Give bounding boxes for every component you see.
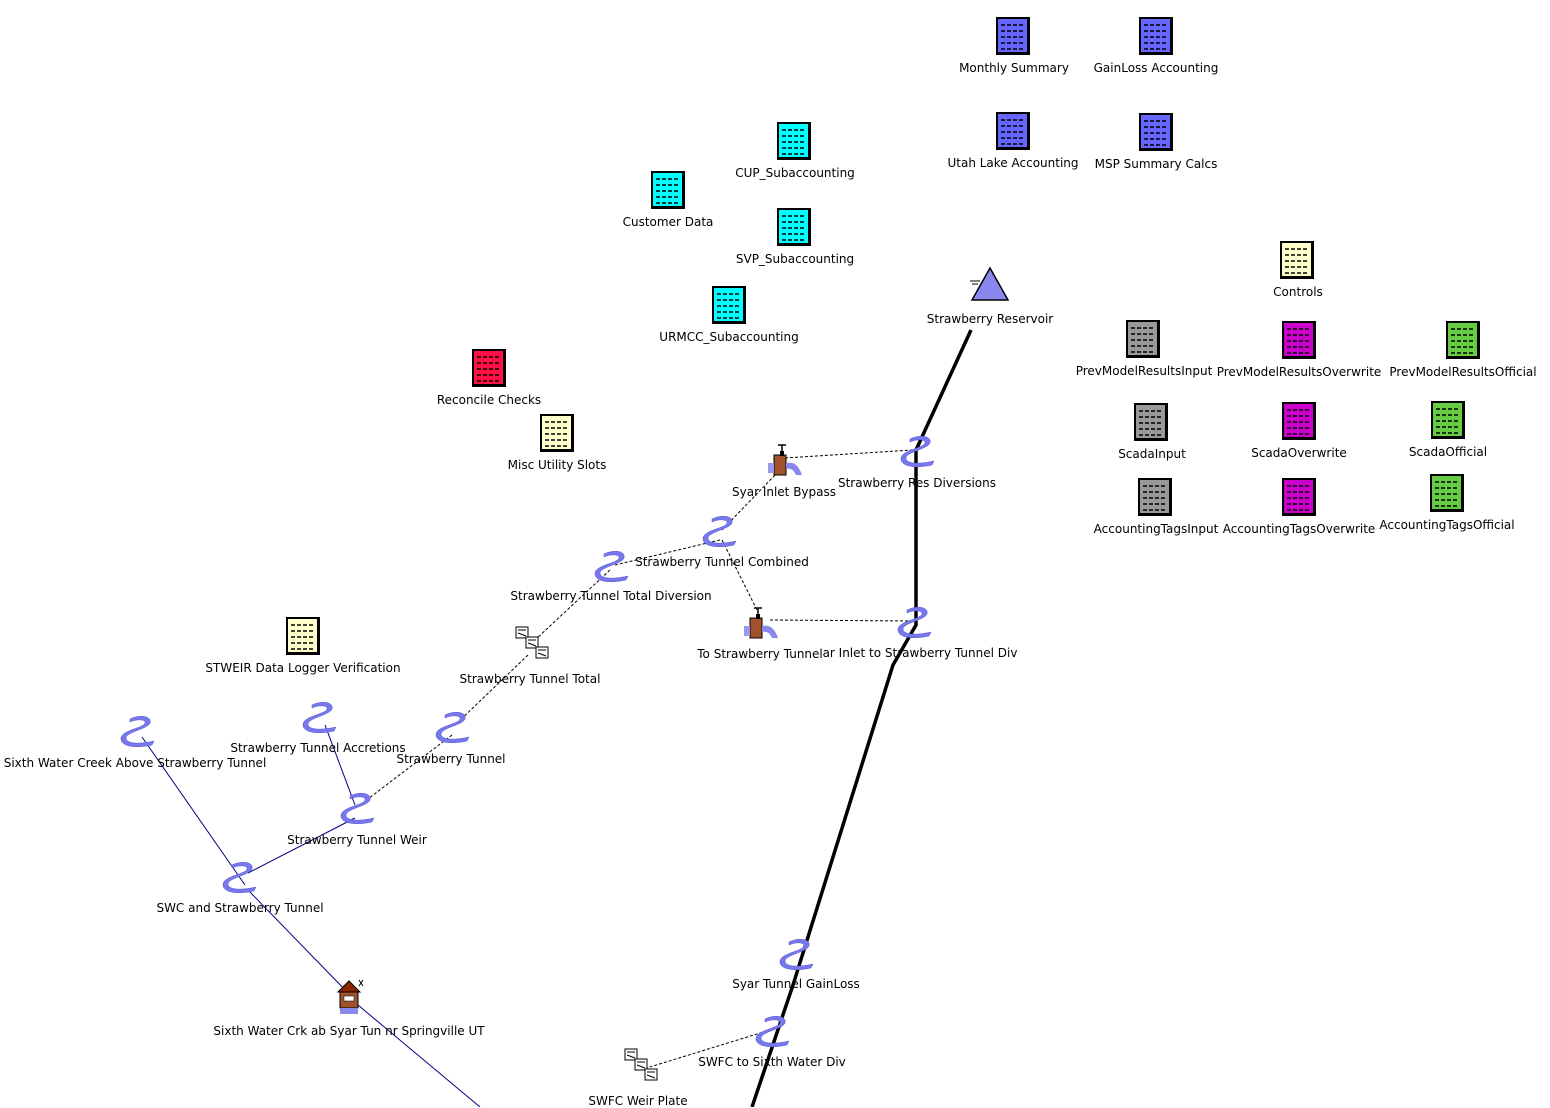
accounting-tags-official-table-icon[interactable] (1430, 474, 1464, 512)
label-accounting-tags-input[interactable]: AccountingTagsInput (1093, 522, 1219, 536)
diversion-syar-inlet-bypass-icon[interactable] (767, 444, 803, 476)
sixth-water-links (141, 724, 481, 1107)
diversion-to-strawberry-tunnel-icon[interactable] (743, 607, 779, 639)
label-monthly-summary[interactable]: Monthly Summary (959, 61, 1069, 75)
reach-strawberry-tunnel-total-diversion-icon[interactable] (594, 550, 629, 583)
label-syar-inlet-bypass[interactable]: Syar Inlet Bypass (731, 485, 837, 499)
label-controls[interactable]: Controls (1273, 285, 1323, 299)
msp-summary-calcs-table-icon[interactable] (1139, 113, 1173, 151)
label-strawberry-tunnel-total[interactable]: Strawberry Tunnel Total (459, 672, 601, 686)
svp-subaccounting-table-icon[interactable] (777, 208, 811, 246)
accounting-tags-overwrite-table-icon[interactable] (1282, 478, 1316, 516)
label-scada-input[interactable]: ScadaInput (1118, 447, 1186, 461)
scada-overwrite-table-icon[interactable] (1282, 402, 1316, 440)
prev-model-results-official-table-icon[interactable] (1446, 321, 1480, 359)
label-prev-model-results-overwrite[interactable]: PrevModelResultsOverwrite (1216, 365, 1382, 379)
accounting-tags-input-table-icon[interactable] (1138, 478, 1172, 516)
label-strawberry-tunnel-weir[interactable]: Strawberry Tunnel Weir (287, 833, 427, 847)
label-strawberry-tunnel[interactable]: Strawberry Tunnel (396, 752, 506, 766)
label-prev-model-results-official[interactable]: PrevModelResultsOfficial (1389, 365, 1537, 379)
label-to-strawberry-tunnel[interactable]: To Strawberry Tunnel (697, 647, 823, 661)
reach-strawberry-tunnel-accretions-icon[interactable] (302, 701, 337, 734)
label-inlet-to-strawberry-tunnel-div[interactable]: ar Inlet to Strawberry Tunnel Div (822, 646, 1018, 660)
reach-strawberry-tunnel-combined-icon[interactable] (702, 515, 737, 548)
label-prev-model-results-input[interactable]: PrevModelResultsInput (1075, 364, 1213, 378)
reach-strawberry-tunnel-icon[interactable] (435, 711, 470, 744)
reach-syar-tunnel-gainloss-icon[interactable] (779, 938, 814, 971)
label-cup-subaccounting[interactable]: CUP_Subaccounting (735, 166, 855, 180)
label-misc-utility-slots[interactable]: Misc Utility Slots (507, 458, 607, 472)
label-gainloss-accounting[interactable]: GainLoss Accounting (1093, 61, 1219, 75)
label-sixth-water-crk-gage[interactable]: Sixth Water Crk ab Syar Tun nr Springvil… (213, 1024, 485, 1038)
prev-model-results-overwrite-table-icon[interactable] (1282, 321, 1316, 359)
customer-data-table-icon[interactable] (651, 171, 685, 209)
label-scada-official[interactable]: ScadaOfficial (1408, 445, 1488, 459)
strawberry-tunnel-total-icon[interactable] (515, 626, 549, 659)
label-strawberry-tunnel-combined[interactable]: Strawberry Tunnel Combined (635, 555, 809, 569)
label-utah-lake-accounting[interactable]: Utah Lake Accounting (947, 156, 1079, 170)
swfc-weir-plate-icon[interactable] (624, 1048, 658, 1081)
label-swfc-weir-plate[interactable]: SWFC Weir Plate (588, 1094, 688, 1108)
label-accounting-tags-overwrite[interactable]: AccountingTagsOverwrite (1222, 522, 1376, 536)
gainloss-accounting-table-icon[interactable] (1139, 17, 1173, 55)
label-svp-subaccounting[interactable]: SVP_Subaccounting (735, 252, 855, 266)
label-accounting-tags-official[interactable]: AccountingTagsOfficial (1379, 518, 1515, 532)
reconcile-checks-table-icon[interactable] (472, 349, 506, 387)
main-stem-line (750, 329, 973, 1107)
scada-input-table-icon[interactable] (1134, 403, 1168, 441)
cup-subaccounting-table-icon[interactable] (777, 122, 811, 160)
reach-strawberry-tunnel-weir-icon[interactable] (340, 792, 375, 825)
stweir-data-logger-table-icon[interactable] (286, 617, 320, 655)
label-swc-and-strawberry-tunnel[interactable]: SWC and Strawberry Tunnel (156, 901, 324, 915)
label-strawberry-tunnel-total-diversion[interactable]: Strawberry Tunnel Total Diversion (510, 589, 712, 603)
label-msp-summary-calcs[interactable]: MSP Summary Calcs (1094, 157, 1218, 171)
label-strawberry-tunnel-accretions[interactable]: Strawberry Tunnel Accretions (230, 741, 406, 755)
label-strawberry-reservoir[interactable]: Strawberry Reservoir (926, 312, 1054, 326)
misc-utility-slots-table-icon[interactable] (540, 414, 574, 452)
prev-model-results-input-table-icon[interactable] (1126, 320, 1160, 358)
scada-official-table-icon[interactable] (1431, 401, 1465, 439)
utah-lake-accounting-table-icon[interactable] (996, 112, 1030, 150)
monthly-summary-table-icon[interactable] (996, 17, 1030, 55)
strawberry-reservoir-icon[interactable] (970, 266, 1010, 301)
label-sixth-water-creek-above[interactable]: Sixth Water Creek Above Strawberry Tunne… (3, 756, 267, 770)
label-reconcile-checks[interactable]: Reconcile Checks (436, 393, 542, 407)
label-stweir-data-logger[interactable]: STWEIR Data Logger Verification (205, 661, 401, 675)
reach-sixth-water-creek-above-icon[interactable] (120, 715, 155, 748)
label-customer-data[interactable]: Customer Data (622, 215, 714, 229)
controls-table-icon[interactable] (1280, 241, 1314, 279)
label-strawberry-res-diversions[interactable]: Strawberry Res Diversions (837, 476, 997, 490)
label-scada-overwrite[interactable]: ScadaOverwrite (1251, 446, 1347, 460)
accounting-links (359, 449, 913, 1071)
stream-gage-icon[interactable] (336, 979, 364, 1014)
label-urmcc-subaccounting[interactable]: URMCC_Subaccounting (659, 330, 799, 344)
label-swfc-to-sixth-water-div[interactable]: SWFC to Sixth Water Div (698, 1055, 846, 1069)
label-syar-tunnel-gainloss[interactable]: Syar Tunnel GainLoss (732, 977, 860, 991)
urmcc-subaccounting-table-icon[interactable] (712, 286, 746, 324)
